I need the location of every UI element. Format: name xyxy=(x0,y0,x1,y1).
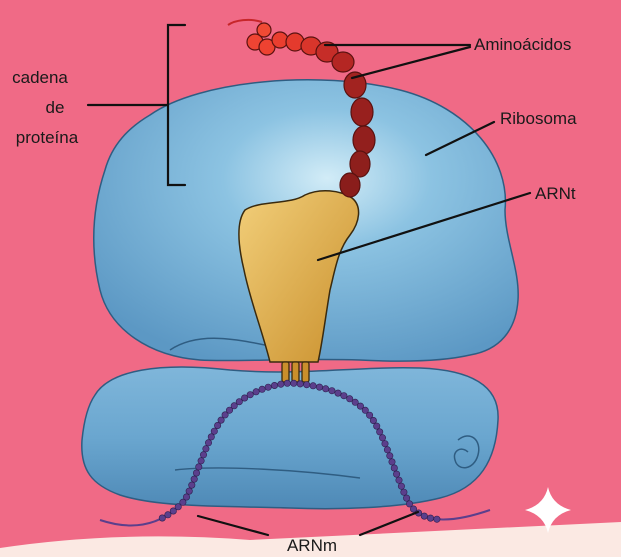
mrna-nucleotide xyxy=(241,395,247,401)
mrna-nucleotide xyxy=(310,383,316,389)
label-trna: ARNt xyxy=(535,184,576,203)
mrna-nucleotide xyxy=(316,384,322,390)
label-ribosome: Ribosoma xyxy=(500,109,577,128)
mrna-nucleotide xyxy=(421,513,427,519)
mrna-nucleotide xyxy=(259,386,265,392)
mrna-nucleotide xyxy=(384,447,390,453)
mrna-nucleotide xyxy=(379,435,385,441)
mrna-nucleotide xyxy=(335,390,341,396)
mrna-nucleotide xyxy=(434,516,440,522)
label-protein-chain-line2: de xyxy=(46,98,65,117)
mrna-nucleotide xyxy=(198,458,204,464)
mrna-nucleotide xyxy=(341,393,347,399)
mrna-nucleotide xyxy=(297,381,303,387)
mrna-nucleotide xyxy=(370,417,376,423)
mrna-nucleotide xyxy=(377,429,383,435)
mrna-nucleotide xyxy=(291,380,297,386)
mrna-nucleotide xyxy=(284,380,290,386)
mrna-nucleotide xyxy=(389,459,395,465)
mrna-nucleotide xyxy=(329,388,335,394)
mrna-nucleotide xyxy=(265,384,271,390)
mrna-nucleotide xyxy=(196,464,202,470)
ribosome-small-subunit xyxy=(82,367,498,509)
amino-acid xyxy=(351,98,373,126)
mrna-nucleotide xyxy=(191,476,197,482)
mrna-nucleotide xyxy=(393,471,399,477)
mrna-nucleotide xyxy=(208,434,214,440)
mrna-nucleotide xyxy=(403,495,409,501)
mrna-nucleotide xyxy=(165,512,171,518)
mrna-nucleotide xyxy=(391,465,397,471)
amino-acid xyxy=(340,173,360,197)
mrna-nucleotide xyxy=(401,489,407,495)
mrna-nucleotide xyxy=(278,381,284,387)
mrna-nucleotide xyxy=(387,453,393,459)
mrna-nucleotide xyxy=(200,452,206,458)
mrna-nucleotide xyxy=(374,423,380,429)
trna-anticodon xyxy=(282,362,309,382)
mrna-nucleotide xyxy=(193,470,199,476)
mrna-nucleotide xyxy=(382,441,388,447)
mrna-nucleotide xyxy=(396,477,402,483)
mrna-nucleotide xyxy=(247,392,253,398)
amino-acid xyxy=(353,126,375,154)
label-protein-chain-line1: cadena xyxy=(12,68,68,87)
mrna-nucleotide xyxy=(271,382,277,388)
mrna-nucleotide xyxy=(427,515,433,521)
mrna-nucleotide xyxy=(205,440,211,446)
mrna-nucleotide xyxy=(253,389,259,395)
mrna-nucleotide xyxy=(189,482,195,488)
label-mrna: ARNm xyxy=(287,536,337,555)
mrna-nucleotide xyxy=(323,386,329,392)
mrna-nucleotide xyxy=(211,428,217,434)
label-protein-chain-line3: proteína xyxy=(16,128,79,147)
mrna-nucleotide xyxy=(304,382,310,388)
label-amino-acids: Aminoácidos xyxy=(474,35,571,54)
mrna-nucleotide xyxy=(186,488,192,494)
mrna-nucleotide xyxy=(203,446,209,452)
amino-acid xyxy=(332,52,354,72)
mrna-nucleotide xyxy=(183,494,189,500)
amino-acid xyxy=(272,32,288,48)
mrna-nucleotide xyxy=(398,483,404,489)
